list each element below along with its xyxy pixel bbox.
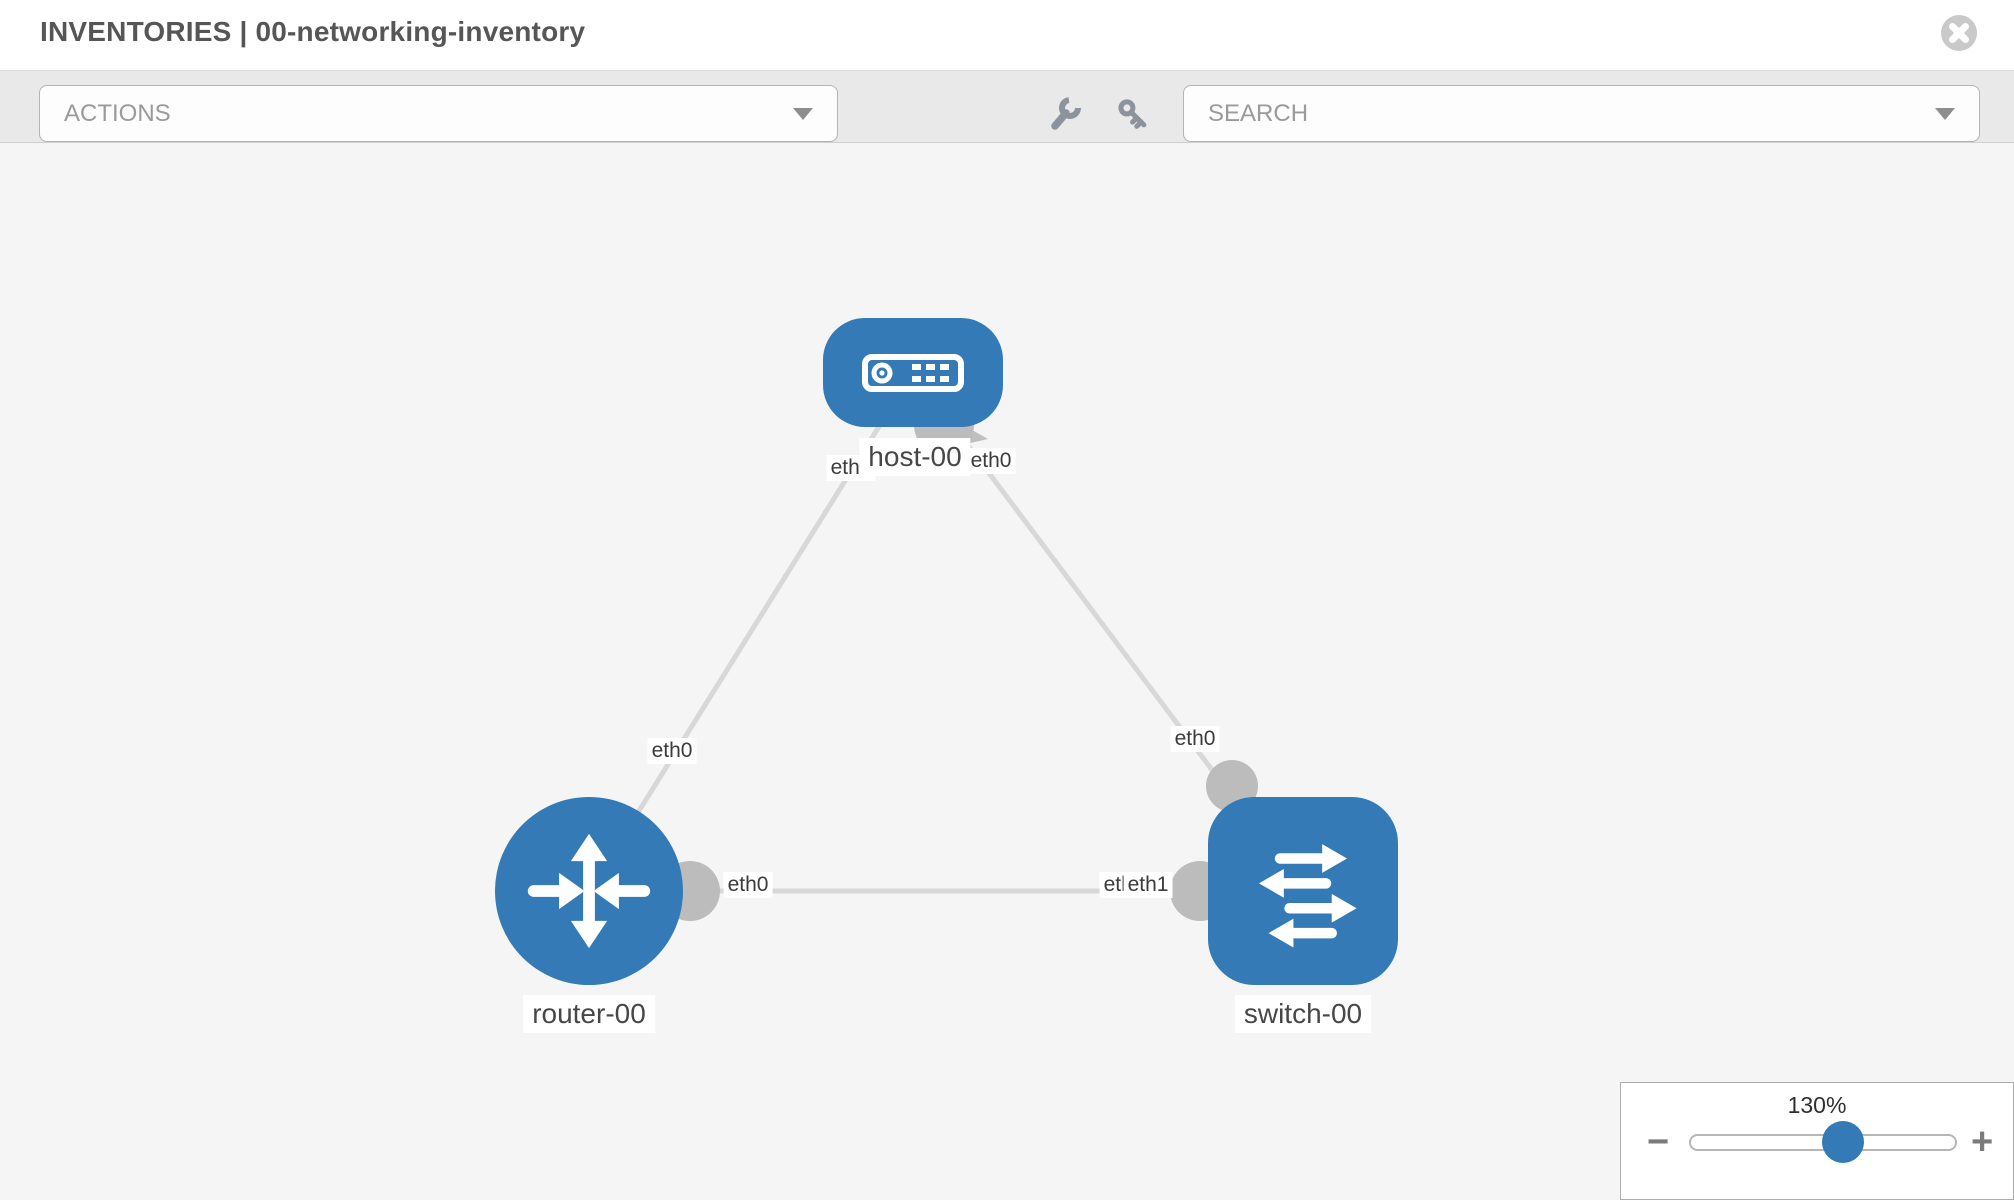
search-dropdown-label: SEARCH <box>1208 99 1309 127</box>
page-title: INVENTORIES | 00-networking-inventory <box>40 16 586 47</box>
chevron-down-icon <box>1935 107 1955 120</box>
node-host-00[interactable] <box>823 318 1003 427</box>
zoom-slider[interactable] <box>1689 1121 1957 1163</box>
interface-label-eth0: eth0 <box>647 738 697 764</box>
router-icon <box>527 833 651 949</box>
interface-label-eth0: eth0 <box>1170 726 1220 752</box>
actions-dropdown-label: ACTIONS <box>64 99 171 127</box>
search-dropdown[interactable]: SEARCH <box>1183 85 1980 142</box>
key-button[interactable] <box>1114 95 1154 135</box>
header: INVENTORIES | 00-networking-inventory <box>0 0 2014 70</box>
toolbar: ACTIONS SEARCH <box>0 70 2014 143</box>
wrench-icon <box>1051 97 1081 130</box>
topology-canvas[interactable]: host-00 router-00 switch-00 eth0 eth0 et… <box>0 143 2014 1200</box>
node-label-host-00: host-00 <box>859 438 971 476</box>
zoom-slider-thumb[interactable] <box>1822 1121 1864 1163</box>
tools-button[interactable] <box>1045 95 1085 135</box>
node-label-switch-00: switch-00 <box>1234 995 1372 1033</box>
interface-label-eth1: eth1 <box>1123 872 1173 898</box>
zoom-level: 130% <box>1787 1092 1847 1118</box>
close-icon <box>1941 15 1977 51</box>
node-router-00[interactable] <box>495 797 683 985</box>
host-icon <box>862 353 964 392</box>
topology-links <box>586 370 1305 921</box>
zoom-out-button[interactable]: − <box>1647 1121 1670 1163</box>
actions-dropdown[interactable]: ACTIONS <box>39 85 838 142</box>
node-label-router-00: router-00 <box>523 995 655 1033</box>
close-button[interactable] <box>1940 14 1978 52</box>
key-icon <box>1118 99 1147 129</box>
zoom-panel: 130% − + <box>1620 1082 2014 1200</box>
node-switch-00[interactable] <box>1208 797 1398 985</box>
switch-icon <box>1258 844 1357 948</box>
chevron-down-icon <box>793 107 813 120</box>
zoom-in-button[interactable]: + <box>1971 1121 1994 1163</box>
interface-label-eth0: eth0 <box>723 872 773 898</box>
interface-label-eth0: eth0 <box>966 448 1016 474</box>
